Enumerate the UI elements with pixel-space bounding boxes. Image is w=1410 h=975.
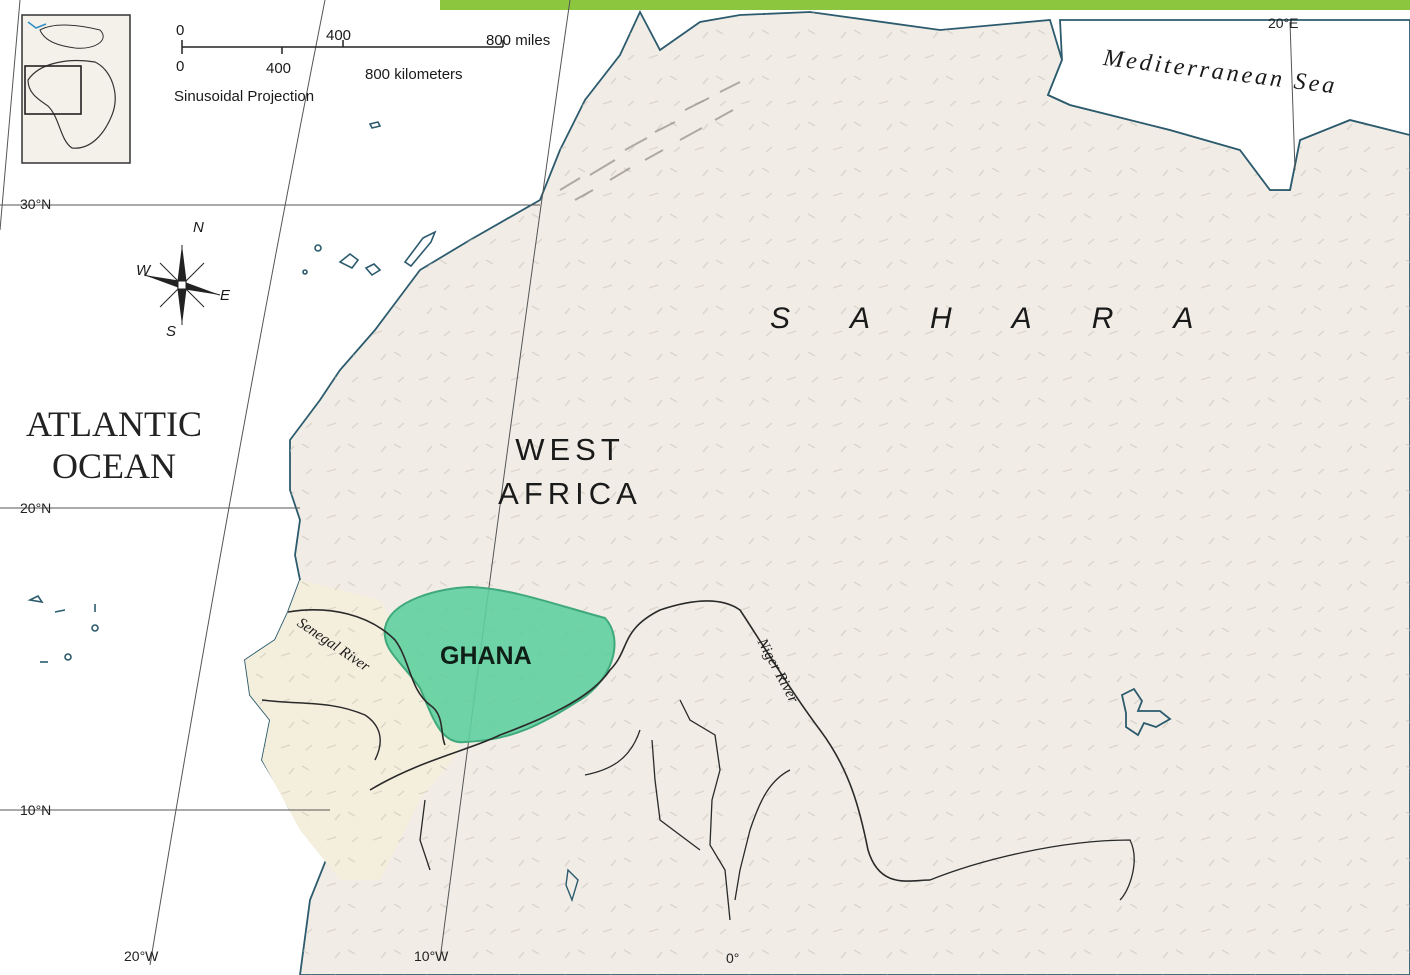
header-bar (440, 0, 1410, 10)
ghana-label: GHANA (440, 642, 532, 670)
relief-texture (245, 12, 1410, 975)
scale-miles-800: 800 miles (486, 32, 551, 49)
longitude-label-20e: 20°E (1268, 15, 1299, 31)
west-africa-label-line2: AFRICA (498, 476, 642, 511)
scale-miles-400: 400 (326, 27, 352, 44)
projection-label: Sinusoidal Projection (174, 88, 315, 105)
longitude-label-0: 0° (726, 950, 740, 966)
niger-river (369, 600, 931, 882)
compass-west: W (136, 262, 151, 279)
scale-km-400: 400 (266, 60, 292, 77)
gulf-coast (1046, 19, 1410, 191)
scale-bar (181, 40, 504, 54)
longitude-label-10w: 10°W (414, 948, 449, 964)
west-africa-label: WEST AFRICA (480, 428, 660, 516)
latitude-label-10n: 10°N (20, 802, 52, 818)
cape-verde-islands (27, 594, 99, 663)
latitude-label-20n: 20°N (20, 500, 52, 516)
compass-north: N (193, 219, 204, 236)
scale-km-800: 800 kilometers (365, 66, 463, 83)
west-africa-label-line1: WEST (515, 432, 625, 467)
latitude-label-30n: 30°N (20, 196, 52, 212)
lake-chad (1120, 687, 1172, 737)
compass-south: S (166, 323, 177, 340)
longitude-label-20w: 20°W (124, 948, 159, 964)
atlantic-ocean-label: ATLANTIC OCEAN (24, 403, 204, 487)
ghana-empire-region (383, 585, 616, 744)
compass-rose (143, 245, 221, 325)
africa-locator-map-icon (21, 14, 131, 164)
gambia-river (261, 699, 381, 761)
atlas-mountains (559, 81, 741, 201)
tributaries (419, 699, 1135, 921)
senegal-river (287, 609, 446, 746)
longitude-lines (0, 0, 1296, 966)
sahara-label: SAHARA (770, 302, 1254, 335)
latitude-lines (0, 204, 540, 811)
lake-volta (565, 868, 579, 903)
scale-km-0: 0 (176, 58, 185, 75)
canary-islands (302, 121, 437, 277)
atlantic-ocean-label-line1: ATLANTIC (26, 404, 202, 444)
atlantic-ocean-label-line2: OCEAN (52, 446, 176, 486)
scale-miles-0: 0 (176, 22, 185, 39)
compass-east: E (220, 287, 231, 304)
